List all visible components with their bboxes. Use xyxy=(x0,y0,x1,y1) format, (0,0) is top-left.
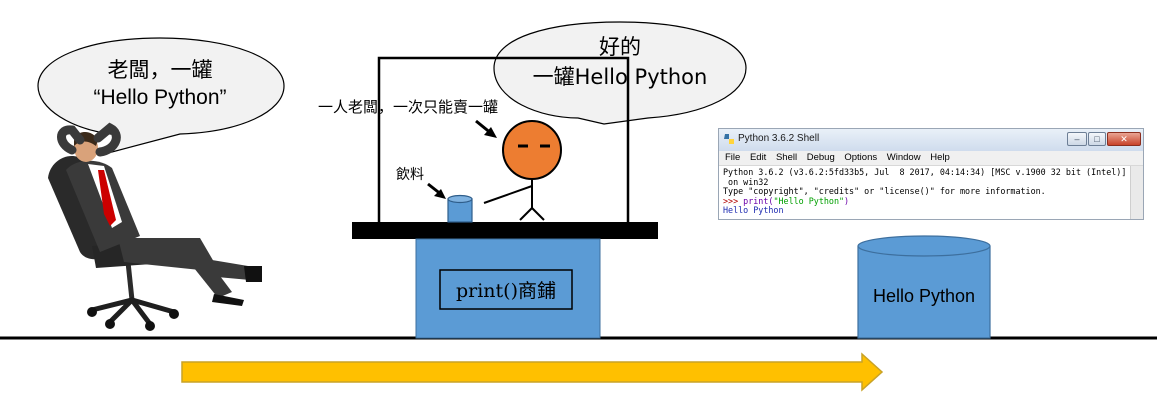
customer-bubble-line2: “Hello Python” xyxy=(93,86,227,109)
shop-counter-box xyxy=(415,238,601,339)
owner-pointer-arrow xyxy=(475,119,497,138)
menu-file[interactable]: File xyxy=(725,152,741,163)
menu-shell[interactable]: Shell xyxy=(775,152,798,163)
menu-window[interactable]: Window xyxy=(886,152,921,163)
shell-output-area[interactable]: Python 3.6.2 (v3.6.2:5fd33b5, Jul 8 2017… xyxy=(719,166,1143,218)
shell-banner-line3: Type "copyright", "credits" or "license(… xyxy=(723,186,1046,197)
menu-options[interactable]: Options xyxy=(844,152,878,163)
python-shell-window: Python 3.6.2 Shell – □ ✕ File Edit Shell… xyxy=(718,128,1144,220)
shell-banner-line1: Python 3.6.2 (v3.6.2:5fd33b5, Jul 8 2017… xyxy=(723,167,1127,177)
owner-note: 一人老闆，一次只能賣一罐 xyxy=(318,98,499,116)
shell-output-line: Hello Python xyxy=(723,205,784,216)
customer-businessman-figure xyxy=(48,122,262,331)
shop-counter xyxy=(352,222,658,239)
shell-banner-line2: on win32 xyxy=(723,176,769,187)
customer-speech-bubble xyxy=(37,37,285,153)
shell-command-line: >>> print("Hello Python") xyxy=(723,195,1139,207)
maximize-button[interactable]: □ xyxy=(1088,132,1106,146)
flow-arrow xyxy=(181,352,884,392)
menu-edit[interactable]: Edit xyxy=(749,152,767,163)
menu-debug[interactable]: Debug xyxy=(806,152,835,163)
output-can xyxy=(857,235,991,339)
menu-help[interactable]: Help xyxy=(930,152,950,163)
minimize-button[interactable]: – xyxy=(1067,132,1087,146)
shell-code-string: "Hello Python" xyxy=(773,195,845,206)
drink-label: 飲料 xyxy=(396,167,424,183)
shop-sign: print()商鋪 xyxy=(455,280,557,302)
shell-menubar: File Edit Shell Debug Options Window Hel… xyxy=(719,151,1143,166)
shell-code-suffix: ) xyxy=(844,195,850,206)
shop-bubble-line2: 一罐Hello Python xyxy=(532,65,708,89)
shell-scrollbar[interactable] xyxy=(1130,166,1143,219)
shell-code-prefix: print( xyxy=(743,195,774,206)
python-logo-icon xyxy=(724,134,734,144)
drink-cup xyxy=(447,194,473,223)
shop-frame xyxy=(377,56,630,222)
shop-bubble-line1: 好的 xyxy=(599,35,641,59)
shell-prompt: >>> xyxy=(723,195,744,206)
close-button[interactable]: ✕ xyxy=(1107,132,1141,146)
shop-sign-frame xyxy=(439,269,573,310)
shell-title: Python 3.6.2 Shell xyxy=(738,133,820,144)
shop-owner-figure xyxy=(483,120,562,221)
shell-titlebar: Python 3.6.2 Shell – □ ✕ xyxy=(719,129,1143,151)
output-can-label: Hello Python xyxy=(872,286,976,306)
shop-bubble-text: 好的 一罐Hello Python xyxy=(500,32,740,92)
shop-speech-bubble xyxy=(493,21,747,125)
drink-pointer-arrow xyxy=(427,182,446,199)
customer-bubble-line1: 老闆，一罐 xyxy=(107,58,213,82)
customer-bubble-text: 老闆，一罐 “Hello Python” xyxy=(60,56,260,112)
